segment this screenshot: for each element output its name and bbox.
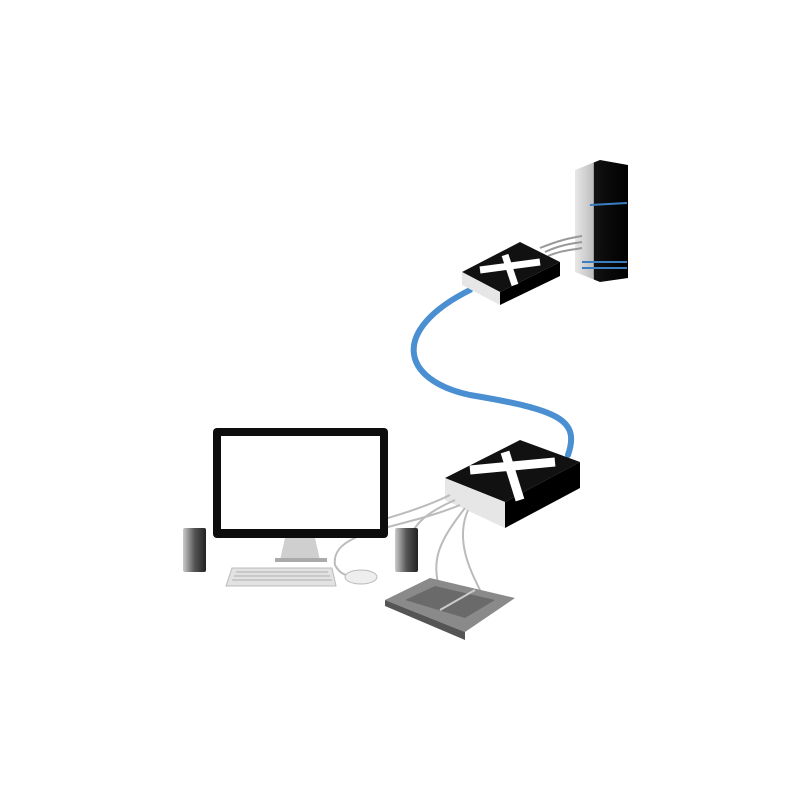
speaker-left bbox=[183, 528, 206, 572]
keyboard bbox=[225, 567, 337, 587]
receiver-unit bbox=[445, 440, 580, 528]
graphics-tablet bbox=[385, 578, 515, 640]
mouse bbox=[344, 569, 378, 585]
cat-cable bbox=[410, 287, 575, 458]
tower-pc bbox=[575, 160, 628, 282]
pc-cables bbox=[539, 235, 583, 257]
monitor bbox=[213, 428, 388, 562]
transmitter-unit bbox=[462, 242, 560, 305]
speaker-right bbox=[395, 528, 418, 572]
